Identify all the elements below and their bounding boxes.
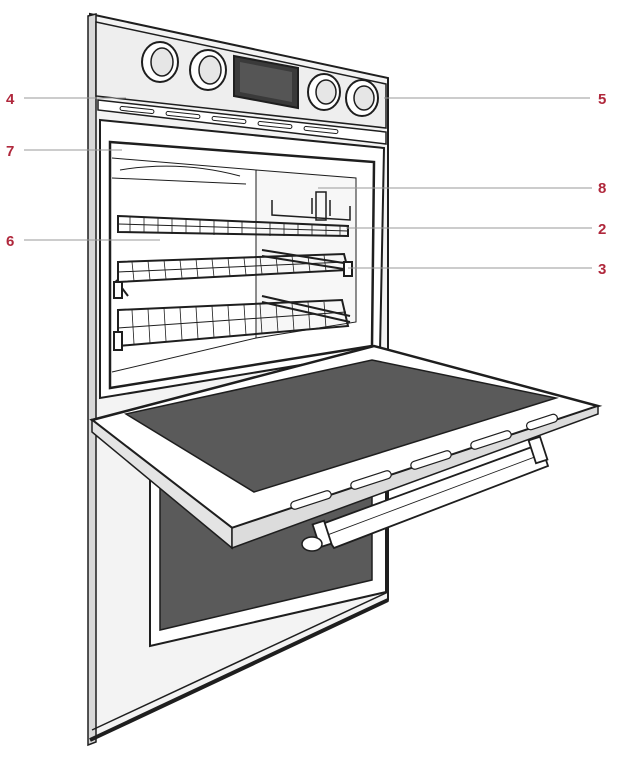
oven-side-edge xyxy=(87,13,97,747)
oven-rack-3 xyxy=(113,295,351,351)
oven-base-line-2 xyxy=(91,591,389,731)
callout-8: 8 xyxy=(598,180,606,197)
vent-strip xyxy=(97,99,387,145)
control-knob-3 xyxy=(307,73,341,111)
control-knob-4 xyxy=(345,79,379,117)
door-glass xyxy=(124,359,559,493)
logo-badge xyxy=(301,536,323,552)
callout-2: 2 xyxy=(598,221,606,238)
oven-rack-1 xyxy=(117,214,349,238)
control-display-inner xyxy=(240,62,292,102)
oven-door xyxy=(89,344,603,552)
convection-element xyxy=(271,191,351,221)
door-vents xyxy=(290,413,559,510)
control-panel xyxy=(95,21,387,129)
door-handle xyxy=(311,435,550,550)
callout-5: 5 xyxy=(598,91,606,108)
callout-6: 6 xyxy=(6,233,14,250)
callout-7: 7 xyxy=(6,143,14,160)
callout-4: 4 xyxy=(6,91,15,108)
control-knob-1 xyxy=(141,41,179,83)
oven-base-line xyxy=(89,598,389,742)
callout-numbers: 4 5 7 8 6 2 3 xyxy=(6,91,606,278)
callout-leaders xyxy=(24,97,592,269)
cavity-back-wall xyxy=(255,169,357,339)
control-knob-2 xyxy=(189,49,227,91)
glide-rail-left xyxy=(113,279,129,299)
glide-rail-right xyxy=(261,249,353,277)
oven-rack-2 xyxy=(113,249,353,299)
callout-3: 3 xyxy=(598,261,606,278)
